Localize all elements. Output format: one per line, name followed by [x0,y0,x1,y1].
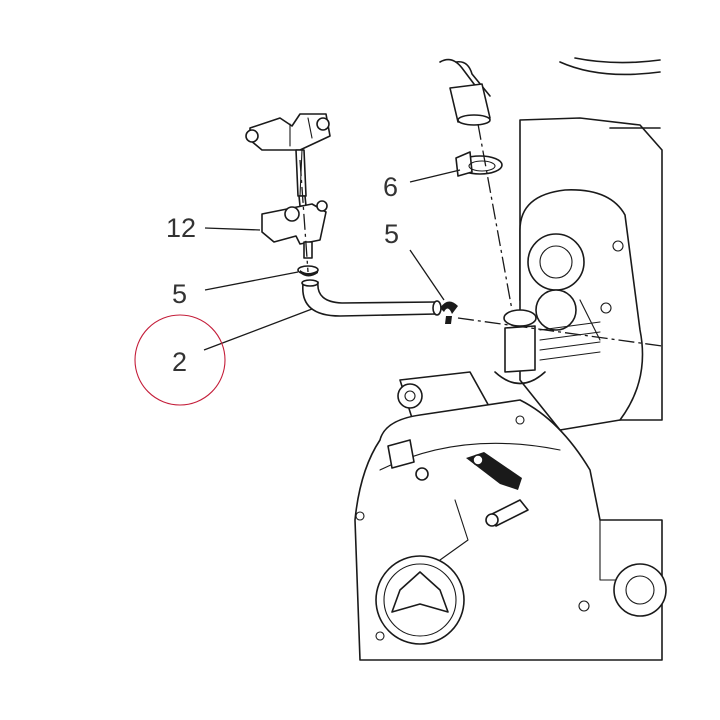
highlight-circle [134,314,226,406]
sensor-assembly-part [245,113,331,259]
callout-5-right: 5 [384,219,399,249]
callout-2: 2 [172,347,187,377]
clip-5-right-part [440,301,458,324]
hose-clamp-part [455,151,503,177]
callout-5-left: 5 [172,279,187,309]
leader-lines [203,169,461,351]
assembly-centerlines [299,123,663,347]
engine-block-drawing [354,57,667,661]
callout-12: 12 [166,213,196,243]
hose-2-part [301,279,442,317]
callout-6: 6 [383,172,398,202]
upper-hose-part [439,58,491,126]
ducati-decal [466,452,522,490]
